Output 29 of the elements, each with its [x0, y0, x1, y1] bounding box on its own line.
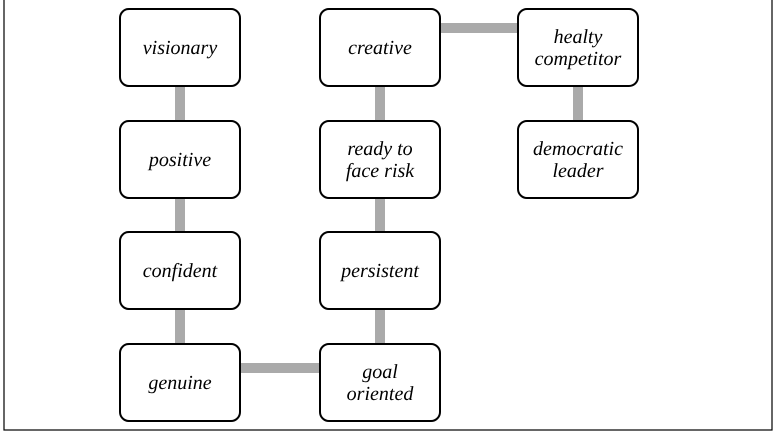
connector-line	[375, 87, 385, 120]
trait-label: confident	[142, 260, 218, 282]
connector-line	[175, 310, 185, 343]
trait-box	[119, 231, 241, 310]
trait-label: visionary	[142, 36, 218, 58]
trait-label: healty competitor	[534, 26, 622, 70]
trait-box	[517, 120, 639, 199]
trait-box	[319, 120, 441, 199]
trait-label: democratic leader	[532, 138, 624, 182]
trait-label: positive	[148, 148, 212, 170]
trait-box	[319, 343, 441, 422]
trait-box	[119, 120, 241, 199]
trait-box	[319, 8, 441, 87]
trait-label: persistent	[341, 260, 419, 282]
connector-line	[175, 199, 185, 231]
trait-label: creative	[348, 36, 412, 58]
trait-label: ready to face risk	[344, 138, 416, 182]
trait-label: genuine	[148, 372, 212, 394]
trait-box	[119, 343, 241, 422]
connector-line	[175, 87, 185, 120]
trait-label: goal oriented	[346, 360, 414, 404]
trait-box	[517, 8, 639, 87]
connector-line	[441, 23, 517, 33]
connector-line	[573, 87, 583, 120]
trait-box	[319, 231, 441, 310]
trait-box	[119, 8, 241, 87]
connector-line	[375, 199, 385, 231]
connector-line	[375, 310, 385, 343]
connector-line	[241, 363, 319, 373]
